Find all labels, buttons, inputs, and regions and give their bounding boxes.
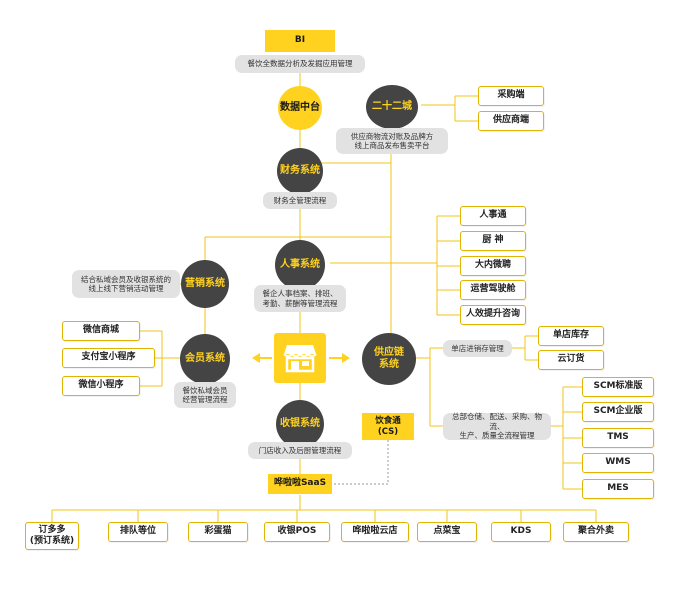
member-description: 餐饮私域会员 经营管理流程 (174, 382, 236, 408)
yinshitong-box: 饮食通 (CS) (362, 413, 414, 440)
saas-box: 哗啦啦SaaS (268, 474, 332, 494)
supply-desc-hq-line1: 总部仓储、配送、采购、物流、 (452, 412, 542, 431)
hr-item-consulting: 人效提升咨询 (460, 305, 526, 325)
supply-desc-single-store: 单店进销存管理 (443, 340, 512, 357)
marketplace-desc-line2: 线上商品发布售卖平台 (354, 141, 430, 150)
hr-item-chushen: 厨 神 (460, 231, 526, 251)
data-center-node: 数据中台 (278, 86, 322, 130)
marketing-description: 结合私域会员及收银系统的 线上线下营销活动管理 (72, 270, 180, 298)
marketplace-item-purchase: 采购端 (478, 86, 544, 106)
store-icon (274, 333, 326, 383)
member-desc-line1: 餐饮私域会员 (182, 385, 228, 395)
supply-item-scm-standard: SCM标准版 (582, 377, 654, 397)
yinshitong-line1: 饮食通 (375, 415, 401, 426)
saas-item-delivery: 聚合外卖 (563, 522, 629, 542)
saas-item-queue: 排队等位 (108, 522, 168, 542)
member-node: 会员系统 (180, 334, 230, 384)
member-item-wechat-mall: 微信商城 (62, 321, 140, 341)
supply-chain-node: 供应链 系统 (362, 333, 416, 385)
saas-item-kds: KDS (491, 522, 551, 542)
supply-line2: 系统 (379, 359, 399, 370)
marketing-desc-line1: 结合私域会员及收银系统的 (81, 274, 171, 284)
saas-item-caidanmao: 彩蛋猫 (188, 522, 248, 542)
member-desc-line2: 经营管理流程 (182, 395, 228, 404)
supply-item-wms: WMS (582, 453, 654, 473)
marketing-desc-line2: 线上线下营销活动管理 (88, 284, 164, 293)
member-item-alipay-mini: 支付宝小程序 (62, 348, 155, 368)
hr-item-renshitong: 人事通 (460, 206, 526, 226)
finance-description: 财务全管理流程 (263, 192, 337, 209)
hr-description: 餐企人事档案、排班、 考勤、薪酬等管理流程 (254, 285, 346, 312)
bi-box: BI (265, 30, 335, 52)
saas-item-dingduoduo: 订多多 (预订系统) (25, 522, 79, 550)
yinshitong-line2: (CS) (377, 426, 399, 437)
saas-item-pos: 收银POS (264, 522, 330, 542)
saas-item-diancaibao: 点菜宝 (417, 522, 477, 542)
marketplace-item-supplier: 供应商端 (478, 111, 544, 131)
bi-description: 餐饮全数据分析及发掘应用管理 (235, 55, 365, 73)
hr-node: 人事系统 (275, 240, 325, 290)
supply-item-tms: TMS (582, 428, 654, 448)
supply-item-store-stock: 单店库存 (538, 326, 604, 346)
supply-line1: 供应链 (374, 346, 404, 358)
supply-item-scm-enterprise: SCM企业版 (582, 402, 654, 422)
supply-item-mes: MES (582, 479, 654, 499)
marketplace-desc-line1: 供应商物流对账及品牌方 (350, 131, 434, 141)
store-glyph-icon (283, 345, 317, 373)
supply-desc-hq-line2: 生产、质量全流程管理 (459, 431, 535, 441)
marketing-node: 营销系统 (181, 260, 229, 308)
hr-item-cockpit: 运营驾驶舱 (460, 280, 526, 300)
marketplace-node: 二十二城 (366, 85, 418, 129)
supply-item-cloud-order: 云订货 (538, 350, 604, 370)
hr-desc-line2: 考勤、薪酬等管理流程 (262, 298, 338, 308)
finance-node: 财务系统 (277, 148, 323, 194)
supply-desc-hq: 总部仓储、配送、采购、物流、 生产、质量全流程管理 (443, 412, 551, 441)
pos-node: 收银系统 (276, 400, 324, 448)
marketplace-description: 供应商物流对账及品牌方 线上商品发布售卖平台 (336, 128, 448, 154)
pos-description: 门店收入及后厨管理流程 (248, 442, 352, 459)
saas-item-cloud-store: 哗啦啦云店 (341, 522, 409, 542)
hr-item-recruit: 大内微聘 (460, 256, 526, 276)
hr-desc-line1: 餐企人事档案、排班、 (262, 289, 338, 299)
member-item-wechat-mini: 微信小程序 (62, 376, 140, 396)
saas-item-dingduoduo-text: 订多多 (预订系统) (29, 524, 75, 546)
